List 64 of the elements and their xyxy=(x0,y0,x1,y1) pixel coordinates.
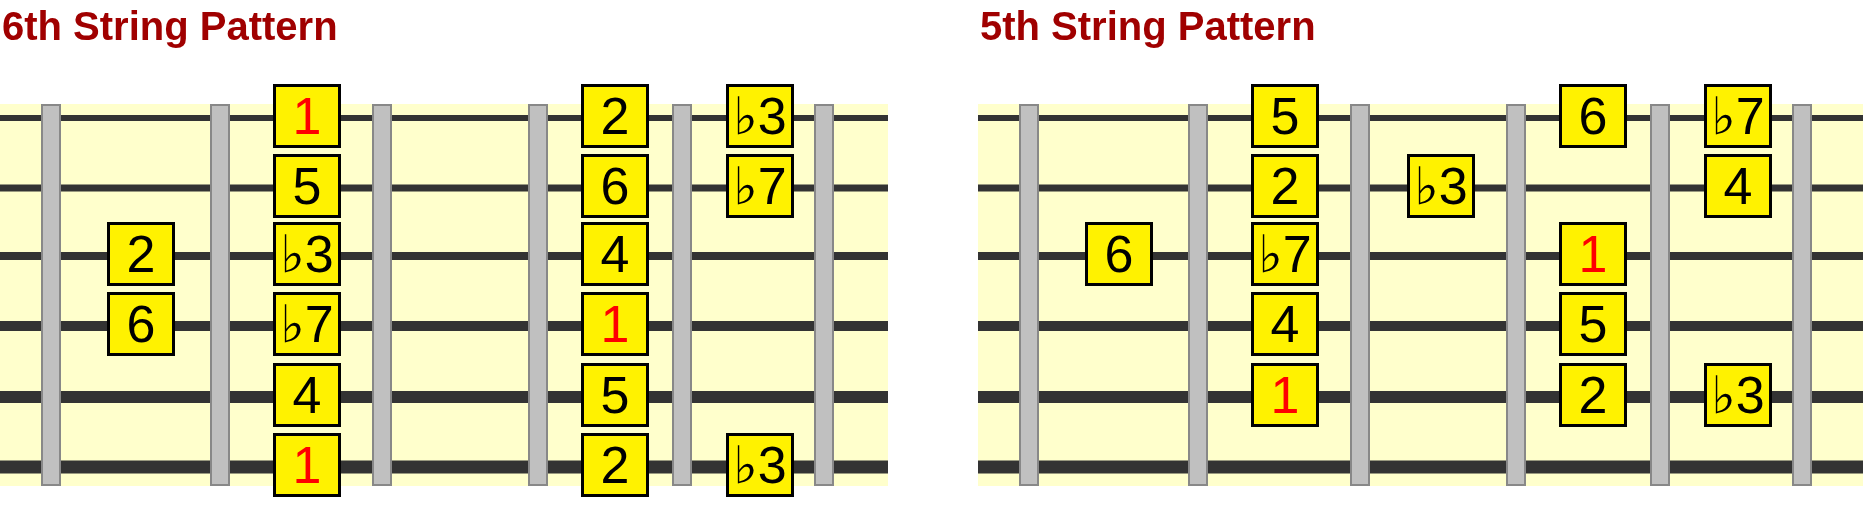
note-marker xyxy=(273,154,341,218)
note-marker xyxy=(1559,363,1627,427)
scale-degree-label: 1 xyxy=(600,298,630,350)
note-marker xyxy=(726,84,794,148)
scale-degree-label: ♭7 xyxy=(733,160,787,212)
note-marker xyxy=(1559,84,1627,148)
note-marker xyxy=(1251,292,1319,356)
note-marker xyxy=(1559,222,1627,286)
scale-degree-label: ♭7 xyxy=(1711,90,1765,142)
panel-title: 5th String Pattern xyxy=(980,6,1316,46)
note-marker xyxy=(273,222,341,286)
note-marker xyxy=(1251,363,1319,427)
scale-degree-label: 5 xyxy=(292,160,322,212)
scale-degree-label: 4 xyxy=(292,369,322,421)
scale-degree-label: ♭7 xyxy=(280,298,334,350)
scale-degree-label: 2 xyxy=(1270,160,1300,212)
note-marker xyxy=(1407,154,1475,218)
note-marker xyxy=(1704,84,1772,148)
scale-degree-label: ♭7 xyxy=(1258,228,1312,280)
scale-degree-label: 1 xyxy=(1270,369,1300,421)
note-marker xyxy=(1704,363,1772,427)
scale-degree-label: 2 xyxy=(600,439,630,491)
note-marker xyxy=(1704,154,1772,218)
scale-degree-label: 6 xyxy=(600,160,630,212)
scale-degree-label: 6 xyxy=(1104,228,1134,280)
scale-degree-label: 5 xyxy=(1270,90,1300,142)
scale-degree-label: ♭3 xyxy=(1414,160,1468,212)
scale-degree-label: ♭3 xyxy=(733,439,787,491)
scale-degree-label: 2 xyxy=(1578,369,1608,421)
scale-degree-label: 4 xyxy=(1723,160,1753,212)
scale-degree-label: 1 xyxy=(1578,228,1608,280)
scale-degree-label: 1 xyxy=(292,439,322,491)
scale-degree-label: 4 xyxy=(600,228,630,280)
note-marker xyxy=(581,292,649,356)
scale-degree-label: 4 xyxy=(1270,298,1300,350)
scale-degree-label: 5 xyxy=(1578,298,1608,350)
note-marker xyxy=(107,222,175,286)
note-marker xyxy=(581,222,649,286)
note-marker xyxy=(273,433,341,497)
scale-degree-label: 6 xyxy=(126,298,156,350)
scale-degree-label: 1 xyxy=(292,90,322,142)
note-marker xyxy=(107,292,175,356)
note-marker xyxy=(726,433,794,497)
note-marker xyxy=(581,154,649,218)
note-marker xyxy=(1085,222,1153,286)
note-marker xyxy=(581,84,649,148)
note-marker xyxy=(273,84,341,148)
scale-degree-label: 5 xyxy=(600,369,630,421)
note-marker xyxy=(726,154,794,218)
panel-title: 6th String Pattern xyxy=(2,6,338,46)
scale-degree-label: ♭3 xyxy=(280,228,334,280)
scale-degree-label: 2 xyxy=(126,228,156,280)
scale-degree-label: ♭3 xyxy=(1711,369,1765,421)
scale-degree-label: 2 xyxy=(600,90,630,142)
scale-degree-label: ♭3 xyxy=(733,90,787,142)
note-marker xyxy=(581,433,649,497)
note-marker xyxy=(581,363,649,427)
scale-degree-label: 6 xyxy=(1578,90,1608,142)
note-marker xyxy=(1251,222,1319,286)
note-marker xyxy=(1251,84,1319,148)
note-marker xyxy=(273,292,341,356)
note-marker xyxy=(1559,292,1627,356)
note-marker xyxy=(273,363,341,427)
note-marker xyxy=(1251,154,1319,218)
